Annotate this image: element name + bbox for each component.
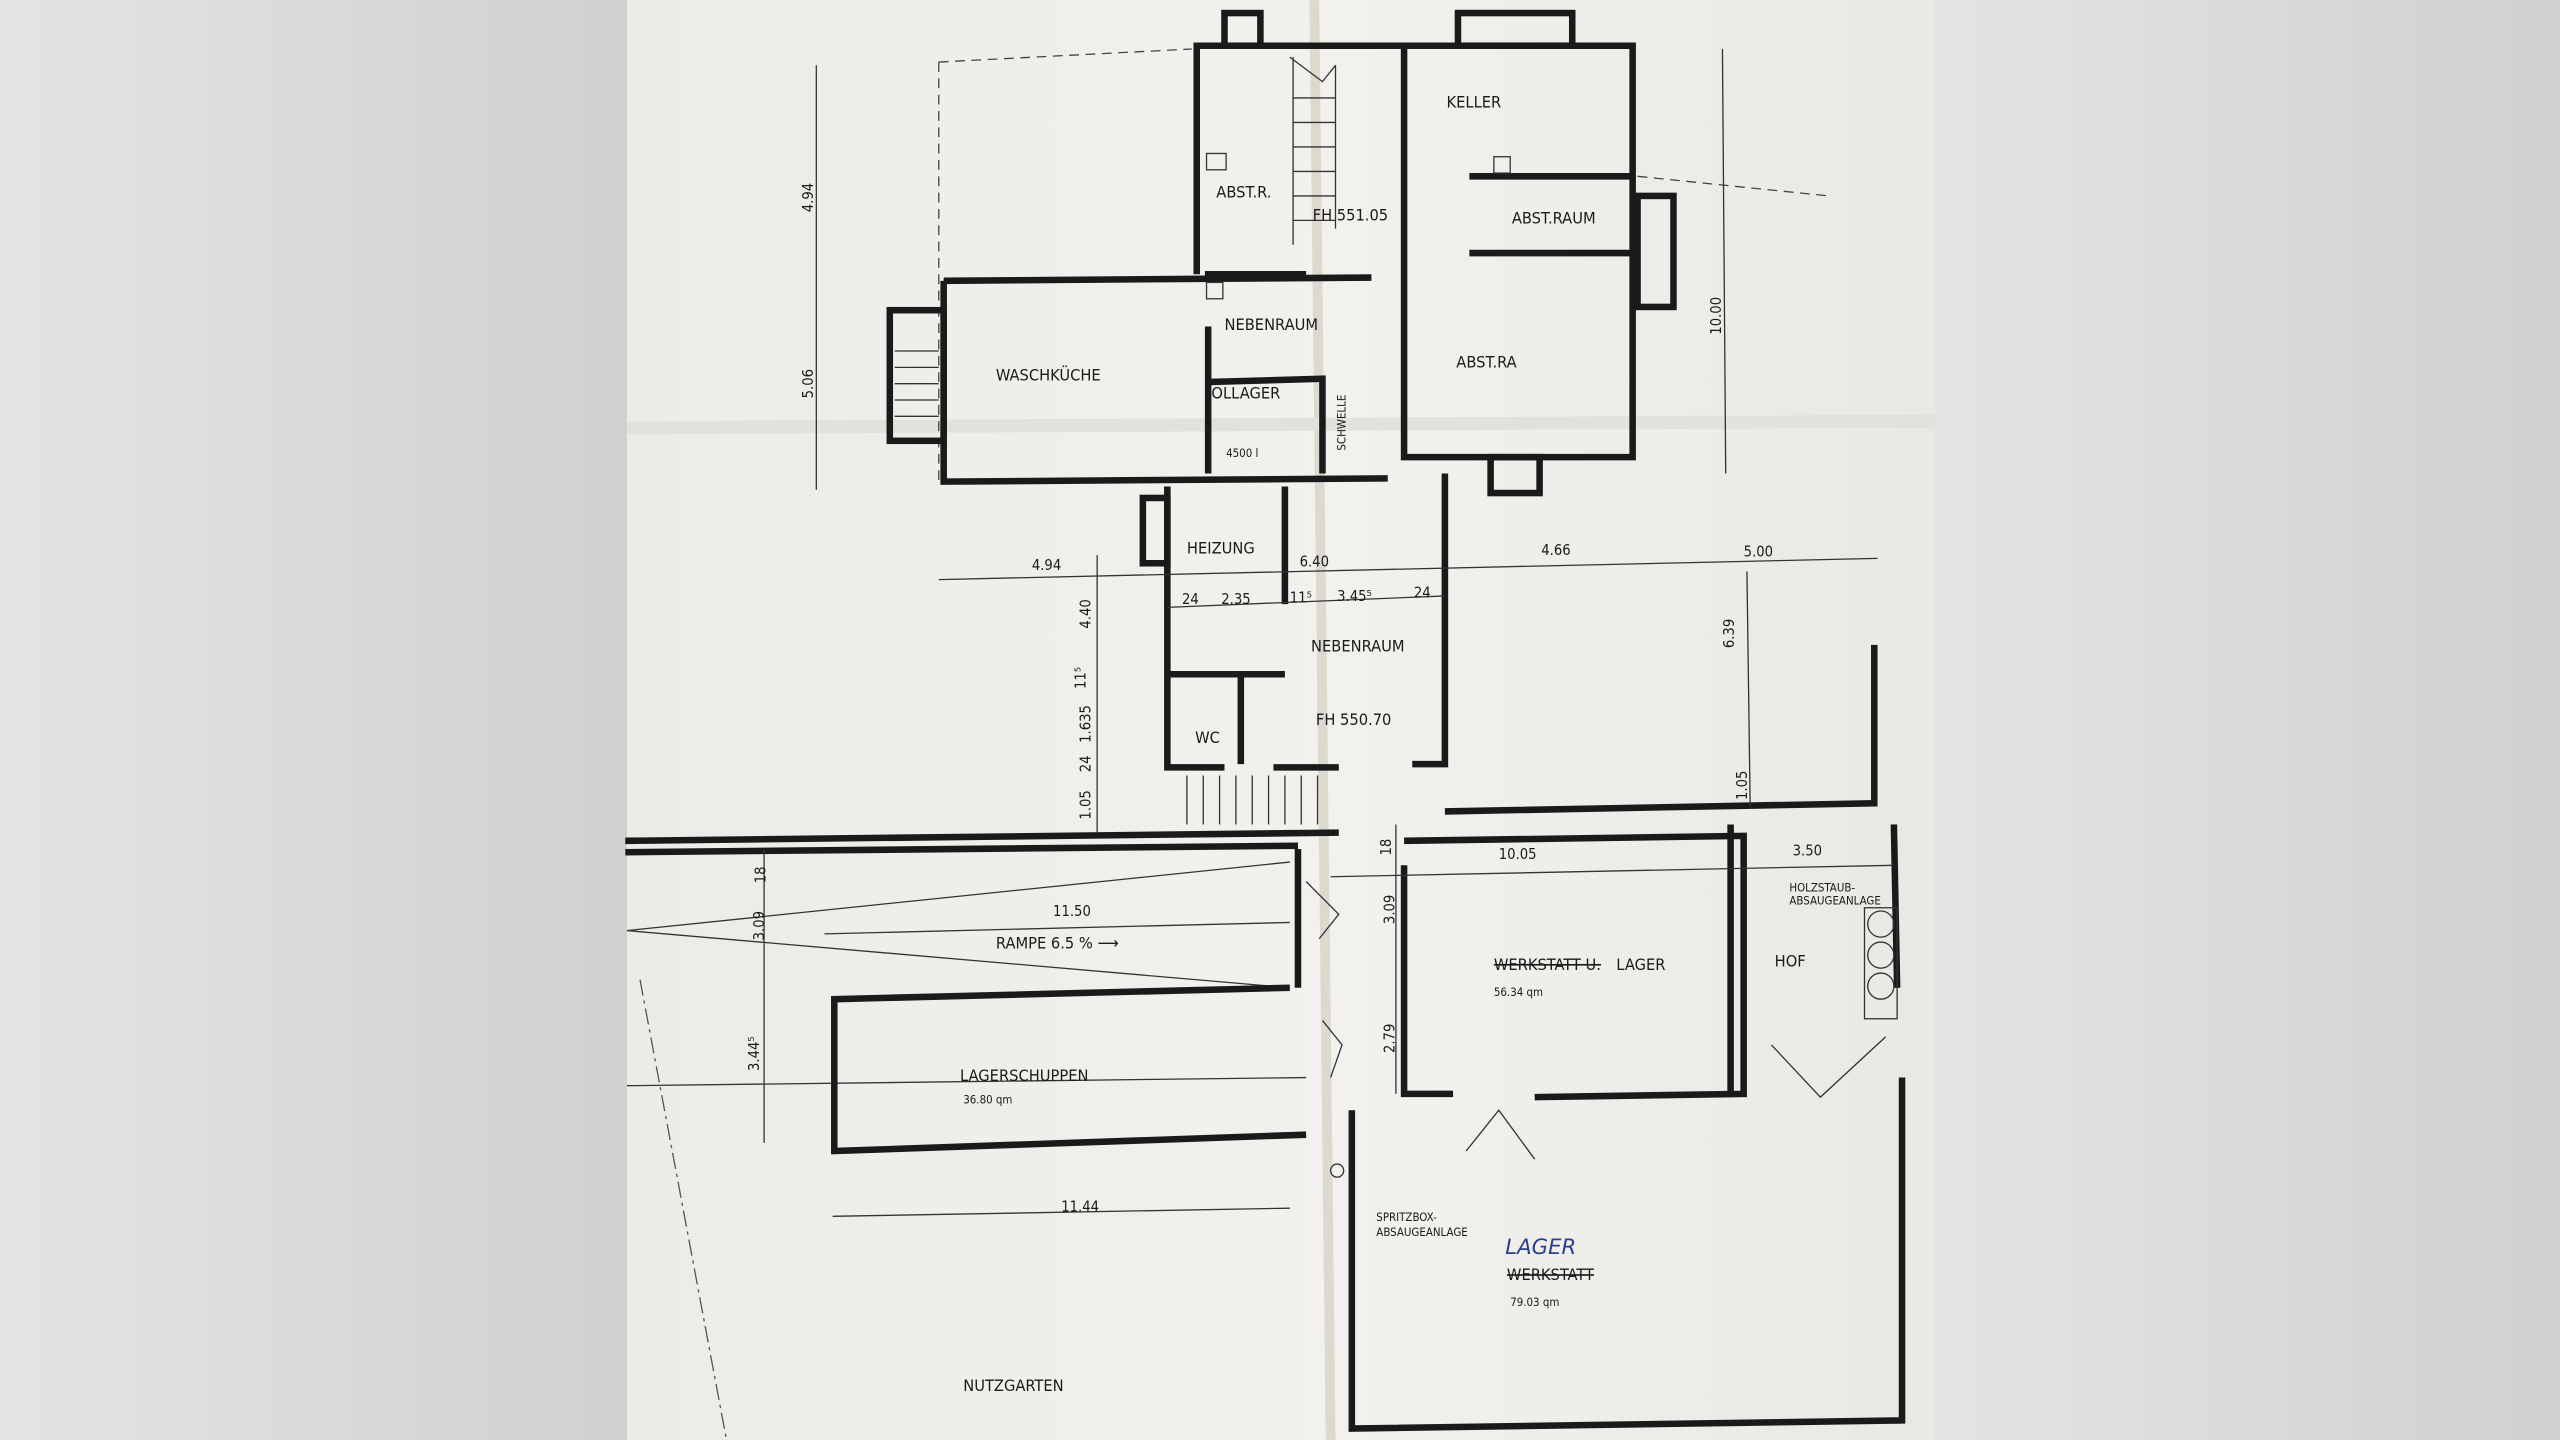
dim-10-00: 10.00 <box>1708 297 1725 335</box>
paper-fold <box>1309 0 1336 1440</box>
staircase-upper <box>1289 56 1337 245</box>
label-spritzbox-2: ABSAUGEANLAGE <box>1376 1225 1467 1239</box>
label-holzstaub-1: HOLZSTAUB- <box>1789 880 1855 894</box>
label-fh-lower: FH 550.70 <box>1316 710 1391 729</box>
dim-18b: 18 <box>1378 839 1395 856</box>
label-hof: HOF <box>1775 952 1806 971</box>
property-lines <box>626 48 1829 1440</box>
blurred-background-right <box>1934 0 2560 1440</box>
label-wc: WC <box>1195 728 1220 747</box>
label-rampe: RAMPE 6.5 % ⟶ <box>996 934 1119 953</box>
label-werkstatt-lower-struck: WERKSTATT <box>1507 1265 1595 1284</box>
dim-3-50: 3.50 <box>1793 843 1822 860</box>
dim-1-05b: 1.05 <box>1734 771 1751 800</box>
dim-24b: 24 <box>1414 585 1431 602</box>
dimension-labels: 4.94 5.06 10.00 4.94 6.40 4.66 5.00 24 2… <box>746 183 1822 1216</box>
dim-6-39: 6.39 <box>1721 619 1738 648</box>
label-holzstaub-2: ABSAUGEANLAGE <box>1789 893 1880 907</box>
blurred-background-left <box>0 0 627 1440</box>
dim-115b: 11⁵ <box>1073 667 1090 689</box>
label-lagerschuppen-area: 36.80 qm <box>963 1093 1012 1107</box>
label-spritzbox-1: SPRITZBOX- <box>1376 1210 1437 1224</box>
ramp-and-shed <box>626 848 1343 1155</box>
dim-4-94-left: 4.94 <box>800 183 817 212</box>
dim-24c: 24 <box>1078 755 1095 772</box>
label-waschkueche: WASCHKÜCHE <box>996 365 1101 384</box>
label-nebenraum-upper: NEBENRAUM <box>1224 315 1318 334</box>
label-fh-upper: FH 551.05 <box>1313 205 1388 224</box>
label-lower-area: 79.03 qm <box>1510 1295 1559 1309</box>
dim-3-09a: 3.09 <box>751 911 768 940</box>
label-schwelle: SCHWELLE <box>1334 395 1348 451</box>
entrance-stairs <box>1186 775 1319 825</box>
label-oellager: ÖLLAGER <box>1211 383 1280 402</box>
dim-4-40: 4.40 <box>1078 599 1095 628</box>
dimension-lines <box>763 48 1894 1217</box>
dim-3-455: 3.45⁵ <box>1337 588 1372 605</box>
dim-10-05: 10.05 <box>1499 846 1537 863</box>
upper-building-walls <box>886 9 1677 497</box>
dim-18a: 18 <box>753 866 770 883</box>
dim-4-66: 4.66 <box>1541 542 1570 559</box>
label-nutzgarten: NUTZGARTEN <box>963 1376 1063 1395</box>
label-lagerschuppen: LAGERSCHUPPEN <box>960 1066 1088 1085</box>
room-labels: KELLER ABST.R. FH 551.05 ABST.RAUM NEBEN… <box>960 93 1881 1395</box>
label-abst-r: ABST.R. <box>1216 183 1271 202</box>
dim-2-79: 2.79 <box>1381 1024 1398 1053</box>
dim-115a: 11⁵ <box>1290 589 1312 606</box>
label-werkstatt-area: 56.34 qm <box>1494 985 1543 999</box>
label-werkstatt-struck: WERKSTATT U. <box>1494 955 1601 974</box>
dim-1-635: 1.635 <box>1078 705 1095 743</box>
label-lager-handwritten: LAGER <box>1505 1235 1576 1260</box>
dim-6-40: 6.40 <box>1300 554 1329 571</box>
paper-fold-horizontal <box>626 414 1935 435</box>
label-oellager-volume: 4500 l <box>1226 446 1258 460</box>
label-keller: KELLER <box>1447 93 1502 112</box>
label-heizung: HEIZUNG <box>1187 538 1255 557</box>
label-abst-raum: ABST.RAUM <box>1512 209 1596 228</box>
paper-sheet <box>626 0 1935 1440</box>
dim-5-00: 5.00 <box>1744 544 1773 561</box>
label-abst-ra: ABST.RA <box>1456 352 1516 371</box>
dim-24a: 24 <box>1182 591 1199 608</box>
waschkueche-steps <box>894 350 939 417</box>
dim-2-35: 2.35 <box>1221 591 1250 608</box>
dim-3-09b: 3.09 <box>1381 895 1398 924</box>
label-lager-upper: LAGER <box>1616 955 1665 974</box>
dim-11-44: 11.44 <box>1061 1198 1099 1215</box>
label-nebenraum-lower: NEBENRAUM <box>1311 636 1405 655</box>
lower-building-walls <box>625 473 1878 856</box>
dim-3-445: 3.44⁵ <box>746 1036 763 1071</box>
dim-5-06: 5.06 <box>800 369 817 398</box>
dim-4-94-mid: 4.94 <box>1032 557 1061 574</box>
workshop-walls <box>1329 824 1906 1432</box>
dim-11-50: 11.50 <box>1053 903 1091 920</box>
dim-1-05a: 1.05 <box>1078 790 1095 819</box>
